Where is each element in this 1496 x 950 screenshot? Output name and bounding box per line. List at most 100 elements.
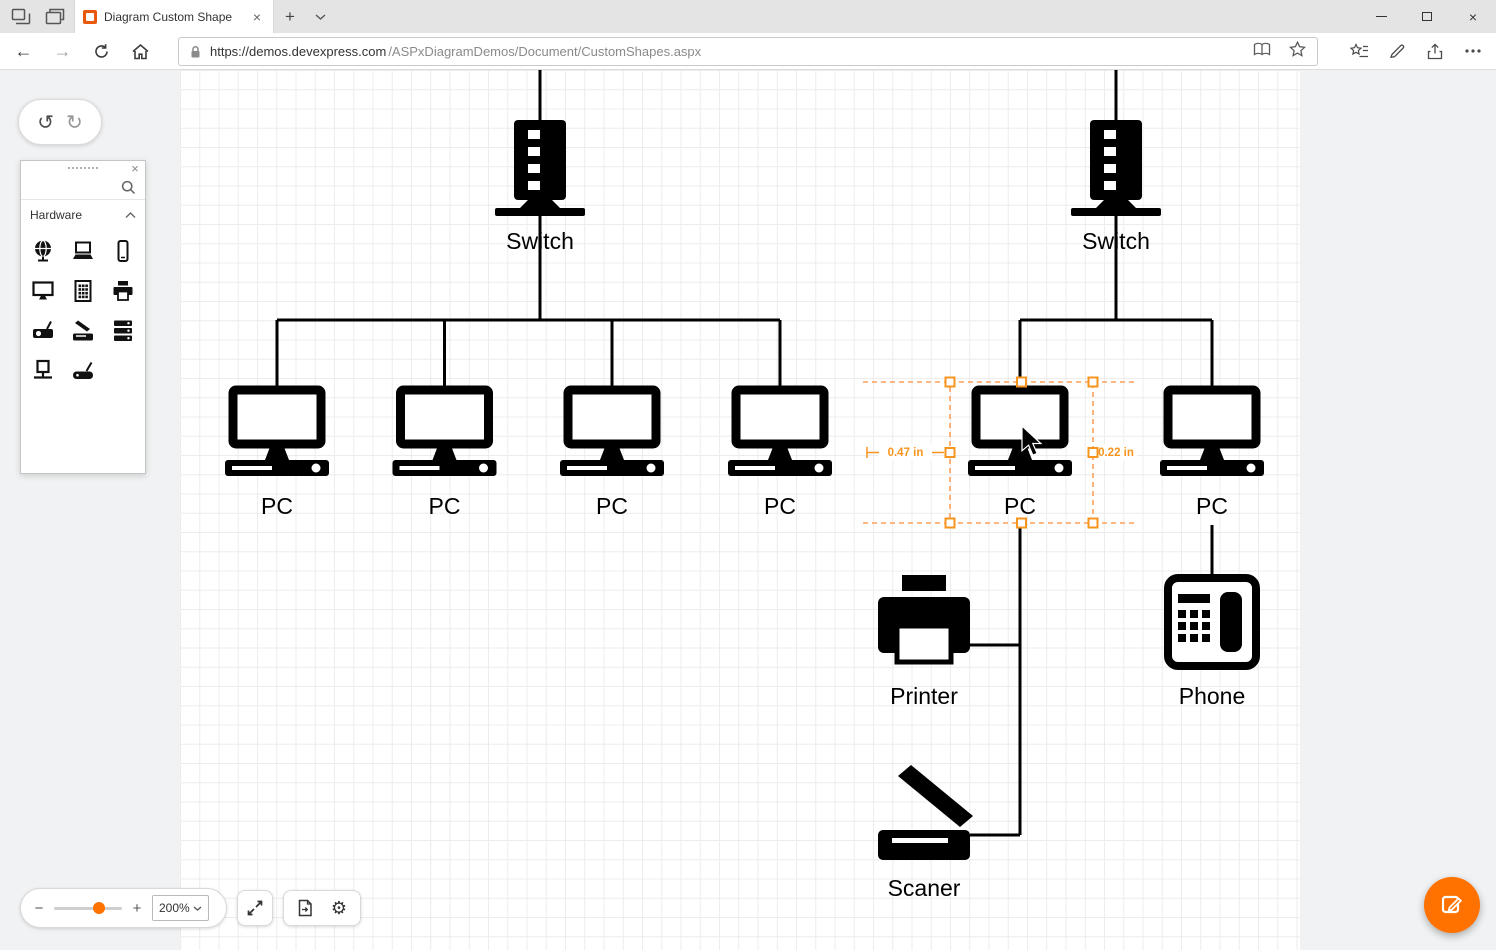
shape-ethernet[interactable] [23,351,63,391]
toolbox-close-button[interactable]: × [131,161,139,176]
chevron-up-icon [125,211,136,218]
switch-node-2[interactable]: Switch [1071,120,1161,254]
node-label: PC [764,493,796,519]
undo-button[interactable]: ↺ [37,111,54,134]
shape-modem[interactable] [23,311,63,351]
tab-preview-icon [11,8,31,25]
shape-internet[interactable] [23,231,63,271]
refresh-icon [95,43,108,58]
address-bar[interactable]: https://demos.devexpress.com/ASPxDiagram… [178,37,1318,66]
zoom-out-button[interactable]: − [34,899,44,917]
laptop-icon [73,241,93,259]
shape-server[interactable] [103,311,143,351]
shape-mobile[interactable] [103,231,143,271]
chevron-down-icon [193,906,202,911]
selection-handle[interactable] [1087,376,1099,388]
maximize-icon [1422,12,1432,21]
search-icon[interactable] [121,180,136,195]
diagram-canvas[interactable]: Switch Switch PC [180,70,1300,950]
tab-preview-button[interactable] [8,4,34,30]
selection-handle[interactable] [1016,517,1027,529]
node-label: PC [1004,493,1036,519]
monitor-icon [32,281,54,300]
pc-node-4[interactable]: PC [728,385,832,519]
shape-terminal[interactable] [63,271,103,311]
shape-laptop[interactable] [63,231,103,271]
zoom-slider[interactable] [54,902,122,914]
window-maximize-button[interactable] [1404,0,1450,33]
browser-tab[interactable]: Diagram Custom Shape × [74,0,274,33]
add-favorite-button[interactable] [1288,40,1307,62]
selection-handle[interactable] [944,517,956,529]
pc-node-6[interactable]: PC [1160,385,1264,519]
back-button[interactable]: ← [14,40,33,61]
url-host: https://demos.devexpress.com [210,44,387,59]
feedback-fab-button[interactable] [1424,877,1480,933]
share-button[interactable] [1416,35,1454,67]
window-close-button[interactable]: × [1468,8,1478,25]
web-notes-button[interactable] [1378,35,1416,67]
pc-node-3[interactable]: PC [560,385,664,519]
mobile-icon [117,240,129,262]
printer-node[interactable]: Printer [878,575,970,709]
switch-node-1[interactable]: Switch [495,120,585,254]
selection-height-label: 0.22 in [1098,447,1134,459]
printer-icon [113,281,133,301]
undo-redo-toolbar: ↺ ↻ [18,99,102,145]
hub-button[interactable] [1340,35,1378,67]
home-icon [132,43,149,59]
zoom-level-select[interactable]: 200% [152,895,209,921]
new-tab-button[interactable]: + [285,6,295,26]
export-document-icon [298,899,312,917]
diagram-workspace: Switch Switch PC [0,70,1496,950]
selection-handle[interactable] [1016,376,1027,388]
zoom-level-value: 200% [159,901,190,915]
hub-favorites-icon [1349,43,1368,58]
set-tabs-aside-icon [45,8,65,25]
selection-handle[interactable] [944,447,956,458]
phone-node[interactable]: Phone [1164,574,1260,709]
pc-node-5-selected[interactable]: PC [968,385,1072,519]
drag-handle-icon[interactable] [68,167,98,170]
zoom-slider-knob[interactable] [93,902,106,914]
more-options-button[interactable] [1454,35,1492,67]
selection-handle[interactable] [944,376,956,388]
forward-button[interactable]: → [53,40,72,61]
star-icon [1288,40,1307,57]
scanner-node[interactable]: Scaner [878,765,973,901]
shapes-toolbox: × Hardware [20,160,146,474]
redo-button[interactable]: ↻ [66,111,83,134]
ethernet-icon [34,359,52,379]
chevron-down-icon [315,13,325,20]
tab-close-button[interactable]: × [252,8,262,25]
mouse-cursor [1021,424,1043,456]
selection-handle[interactable] [1087,517,1099,529]
selection-handle[interactable] [1087,447,1099,458]
window-minimize-button[interactable] [1358,0,1404,33]
reading-view-button[interactable] [1253,42,1271,62]
pc-node-1[interactable]: PC [225,385,329,519]
shape-printer[interactable] [103,271,143,311]
scanner-icon [73,320,93,341]
shape-scanner[interactable] [63,311,103,351]
refresh-button[interactable] [82,35,121,67]
shape-router[interactable] [63,351,103,391]
lock-icon [191,45,200,57]
tab-list-chevron-button[interactable] [306,0,334,33]
toolbox-section-hardware[interactable]: Hardware [21,200,145,229]
zoom-toolbar: − + 200% [20,888,227,928]
home-button[interactable] [121,35,160,67]
toolbox-section-title: Hardware [30,207,83,222]
browser-tab-strip: Diagram Custom Shape × + × [0,0,1496,33]
connectors [275,70,1214,837]
node-label: Phone [1179,683,1246,709]
ellipsis-icon [1465,49,1481,53]
export-button[interactable] [297,899,313,917]
pc-node-2[interactable]: PC [392,385,497,519]
fullscreen-button[interactable] [237,890,273,926]
selection-overlay: 0.47 in 0.22 in [863,376,1138,529]
zoom-in-button[interactable]: + [132,899,142,917]
set-tabs-aside-button[interactable] [42,4,68,30]
settings-button[interactable]: ⚙ [330,897,348,918]
shape-monitor[interactable] [23,271,63,311]
